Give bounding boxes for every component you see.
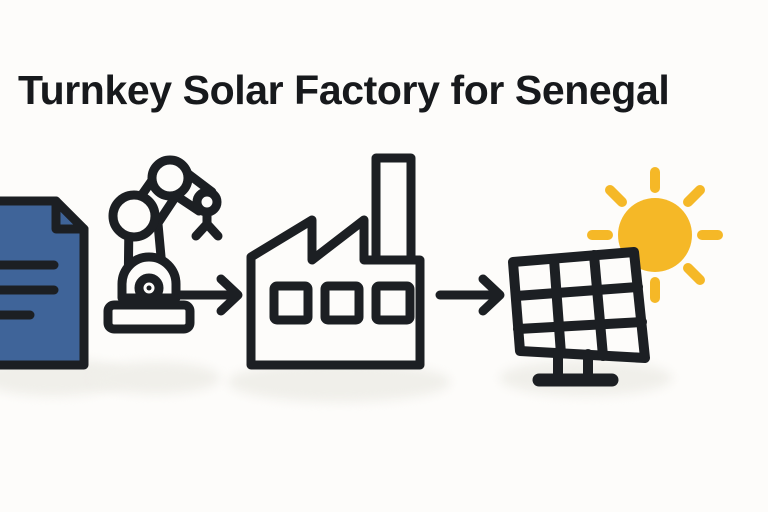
illustration-svg [0,153,723,387]
document-icon [0,196,89,370]
factory-windows [269,281,415,325]
process-flow-illustration [0,140,768,402]
robot-arm-icon [103,155,223,334]
factory-icon [246,153,425,370]
robot-arm-shadow [92,362,220,394]
arrow-right-icon [435,274,505,316]
page-title: Turnkey Solar Factory for Senegal [18,67,670,113]
arrow-right-icon [174,274,243,316]
solar-panel-icon [508,247,650,387]
document-text-lines [0,260,59,320]
